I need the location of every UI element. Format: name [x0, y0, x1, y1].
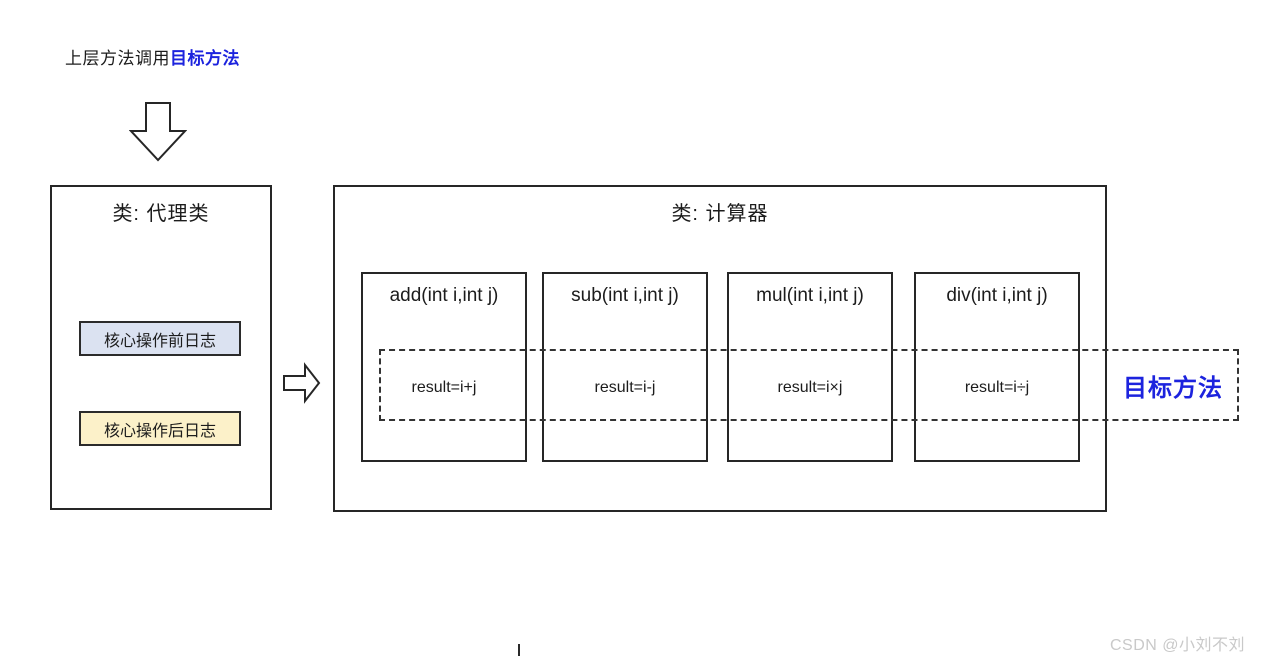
method-result: result=i÷j	[964, 379, 1030, 396]
down-arrow-icon	[129, 102, 187, 162]
post-log-box: 核心操作后日志	[79, 411, 241, 446]
method-signature: div(int i,int j)	[946, 285, 1048, 306]
caption-target-method-highlight: 目标方法	[170, 49, 240, 68]
method-box-mul: mul(int i,int j) result=i×j	[727, 272, 893, 462]
method-signature: mul(int i,int j)	[756, 285, 864, 306]
method-signature: add(int i,int j)	[389, 285, 499, 306]
calculator-class-title: 类: 计算器	[671, 203, 769, 225]
method-result: result=i+j	[411, 379, 477, 396]
method-box-add: add(int i,int j) result=i+j	[361, 272, 527, 462]
csdn-watermark: CSDN @小刘不刘	[1110, 637, 1246, 654]
proxy-class-box: 类: 代理类 核心操作前日志 核心操作后日志	[50, 185, 272, 510]
pre-log-label: 核心操作前日志	[103, 332, 216, 350]
proxy-class-title: 类: 代理类	[112, 203, 210, 225]
caption: 上层方法调用目标方法	[65, 48, 240, 70]
caption-prefix: 上层方法调用	[65, 49, 170, 68]
method-result: result=i×j	[777, 379, 843, 396]
calculator-class-box: 类: 计算器 add(int i,int j) result=i+j sub(i…	[333, 185, 1107, 512]
text-cursor-mark	[518, 644, 520, 656]
right-arrow-icon	[283, 362, 321, 404]
target-method-label: 目标方法	[1123, 374, 1223, 402]
method-signature: sub(int i,int j)	[571, 285, 679, 306]
post-log-label: 核心操作后日志	[103, 422, 216, 440]
method-result: result=i-j	[594, 379, 656, 396]
pre-log-box: 核心操作前日志	[79, 321, 241, 356]
method-box-sub: sub(int i,int j) result=i-j	[542, 272, 708, 462]
method-box-div: div(int i,int j) result=i÷j	[914, 272, 1080, 462]
